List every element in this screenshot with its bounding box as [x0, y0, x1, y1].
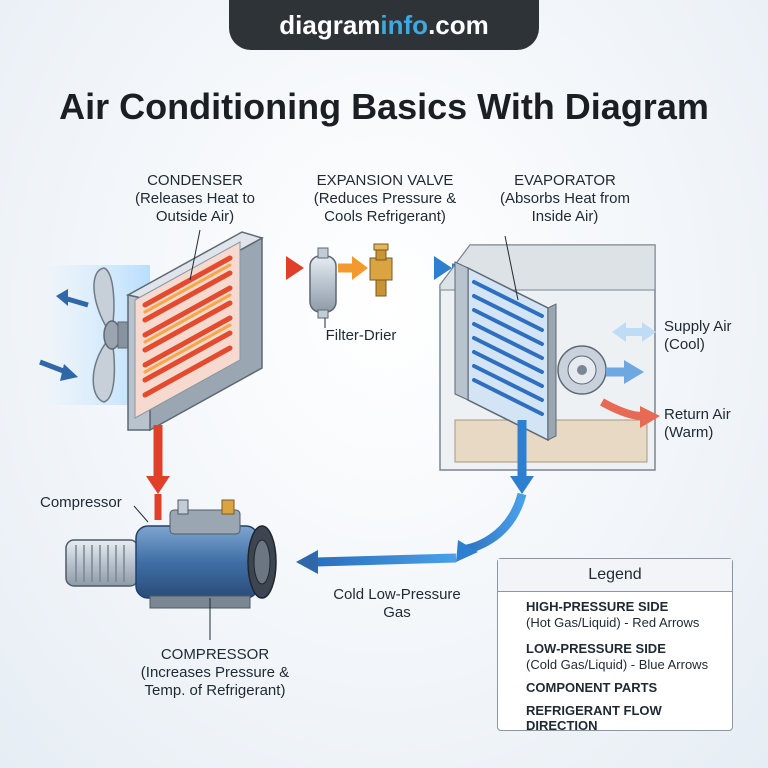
- supply-air-arrow-icon: [612, 322, 626, 342]
- legend-item-component: COMPONENT PARTS: [526, 680, 658, 695]
- condenser-label-line1: (Releases Heat to: [134, 190, 256, 207]
- expansion-valve: [369, 243, 393, 297]
- evaporator-label: EVAPORATOR (Absorbs Heat from Inside Air…: [480, 172, 650, 226]
- site-url[interactable]: diagraminfo.com: [229, 10, 539, 41]
- evaporator-label-line2: Inside Air): [531, 208, 599, 225]
- legend-item-high-sub: (Hot Gas/Liquid) - Red Arrows: [526, 615, 700, 630]
- supply-air-label-sub: (Cool): [664, 336, 705, 353]
- flow-arrow-icon: [434, 256, 452, 280]
- filter-drier-label: Filter-Drier: [325, 327, 397, 344]
- compressor-unit: [65, 499, 277, 609]
- leader-line: [504, 235, 519, 301]
- flow-arrow-icon: [286, 256, 304, 280]
- cool-air-arrow-icon: [624, 360, 644, 384]
- condenser-fan-icon: [92, 267, 131, 403]
- return-air-arrow-icon: [640, 406, 660, 428]
- site-url-suffix: .com: [428, 10, 489, 40]
- expansion-valve-label-line2: Cools Refrigerant): [324, 208, 446, 225]
- flow-arrow-icon: [456, 540, 478, 562]
- return-air-label-title: Return Air: [664, 406, 731, 423]
- flow-arrow-icon: [296, 550, 318, 574]
- compressor-label-title: COMPRESSOR: [160, 646, 270, 663]
- expansion-valve-label-line1: (Reduces Pressure &: [313, 190, 457, 207]
- condenser-label-title: CONDENSER: [147, 172, 243, 189]
- leader-line: [189, 229, 201, 281]
- expansion-valve-label: EXPANSION VALVE (Reduces Pressure & Cool…: [300, 172, 470, 226]
- evaporator-coil: [454, 261, 557, 442]
- flow-arrow-icon: [352, 256, 368, 280]
- cold-gas-label-line2: Gas: [383, 604, 411, 621]
- compressor-small-label: Compressor: [40, 494, 122, 511]
- site-url-highlight: info: [380, 10, 429, 40]
- supply-air-label-title: Supply Air: [664, 318, 732, 335]
- leader-line: [133, 505, 149, 523]
- cold-gas-label-line1: Cold Low-Pressure: [333, 586, 461, 603]
- supply-air-label: Supply Air (Cool): [664, 318, 744, 354]
- blower-fan-icon: [557, 345, 607, 395]
- legend-title: Legend: [498, 559, 732, 592]
- return-air-label: Return Air (Warm): [664, 406, 744, 442]
- condenser-label-line2: Outside Air): [155, 208, 235, 225]
- air-in-arrow-icon: [39, 359, 67, 375]
- page-title: Air Conditioning Basics With Diagram: [59, 86, 709, 127]
- filter-drier: [309, 247, 337, 319]
- compressor-label-line2: Temp. of Refrigerant): [144, 682, 286, 699]
- legend-item-high-main: HIGH-PRESSURE SIDE: [526, 599, 669, 614]
- flow-arrow-icon: [510, 476, 534, 494]
- evaporator-label-line1: (Absorbs Heat from: [499, 190, 631, 207]
- evaporator-label-title: EVAPORATOR: [514, 172, 616, 189]
- compressor-label: COMPRESSOR (Increases Pressure & Temp. o…: [120, 646, 310, 700]
- legend-item-low-main: LOW-PRESSURE SIDE: [526, 641, 666, 656]
- flow-arrow-icon: [146, 476, 170, 494]
- expansion-valve-label-title: EXPANSION VALVE: [316, 172, 454, 189]
- site-url-prefix: diagram: [279, 10, 381, 40]
- legend-item-low-sub: (Cold Gas/Liquid) - Blue Arrows: [526, 657, 709, 672]
- return-air-label-sub: (Warm): [664, 424, 714, 441]
- cold-gas-label: Cold Low-Pressure Gas: [322, 586, 472, 622]
- site-banner: [229, 0, 539, 50]
- condenser-label: CONDENSER (Releases Heat to Outside Air): [110, 172, 280, 226]
- compressor-label-line1: (Increases Pressure &: [140, 664, 290, 681]
- legend-box: Legend HIGH-PRESSURE SIDE (Hot Gas/Liqui…: [497, 558, 733, 733]
- legend-item-flow: REFRIGERANT FLOW DIRECTION: [526, 703, 662, 733]
- condenser-coil: [125, 231, 264, 432]
